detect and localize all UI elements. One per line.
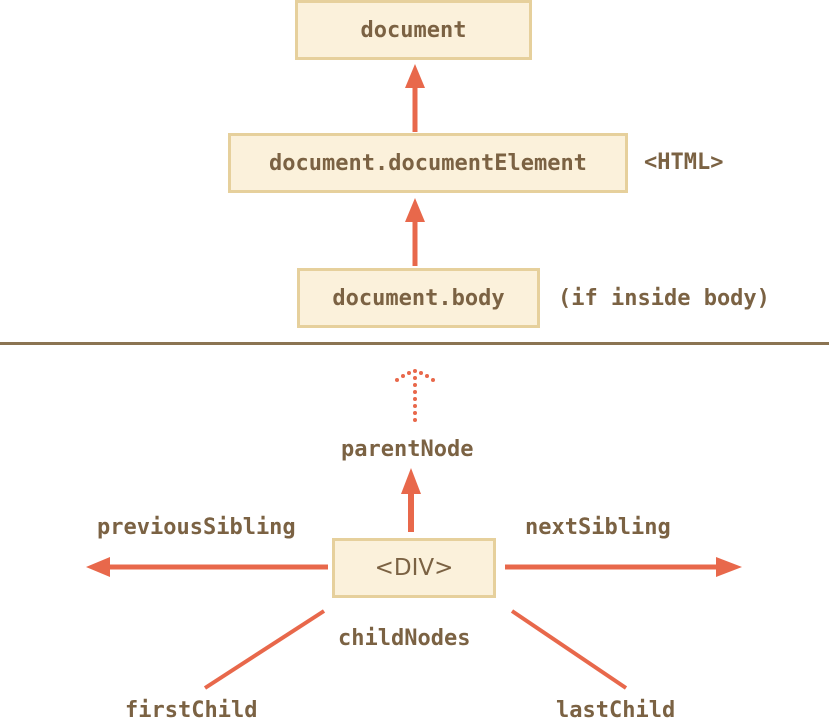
arrow-html-to-document <box>405 64 425 132</box>
arrow-next-sibling <box>505 557 742 577</box>
body-note: (if inside body) <box>558 286 770 311</box>
arrow-previous-sibling <box>86 557 328 577</box>
document-box: document <box>295 0 532 60</box>
document-body-label: document.body <box>332 285 505 311</box>
div-node-box: <DIV> <box>332 538 496 598</box>
last-child-label: lastChild <box>556 698 676 723</box>
arrow-parent-node <box>401 468 421 532</box>
html-note: <HTML> <box>644 150 724 175</box>
line-last-child <box>510 609 628 690</box>
arrow-dotted-continuation <box>395 369 435 422</box>
section-divider <box>0 342 829 345</box>
document-label: document <box>360 17 467 43</box>
first-child-label: firstChild <box>125 698 258 723</box>
child-nodes-label: childNodes <box>338 626 471 651</box>
line-first-child <box>203 609 326 690</box>
document-body-box: document.body <box>297 268 540 328</box>
document-element-label: document.documentElement <box>269 150 587 176</box>
previous-sibling-label: previousSibling <box>97 515 296 540</box>
next-sibling-label: nextSibling <box>525 515 671 540</box>
parent-node-label: parentNode <box>341 437 474 462</box>
arrow-body-to-html <box>405 198 425 266</box>
document-element-box: document.documentElement <box>228 133 628 193</box>
div-node-label: <DIV> <box>374 555 454 581</box>
